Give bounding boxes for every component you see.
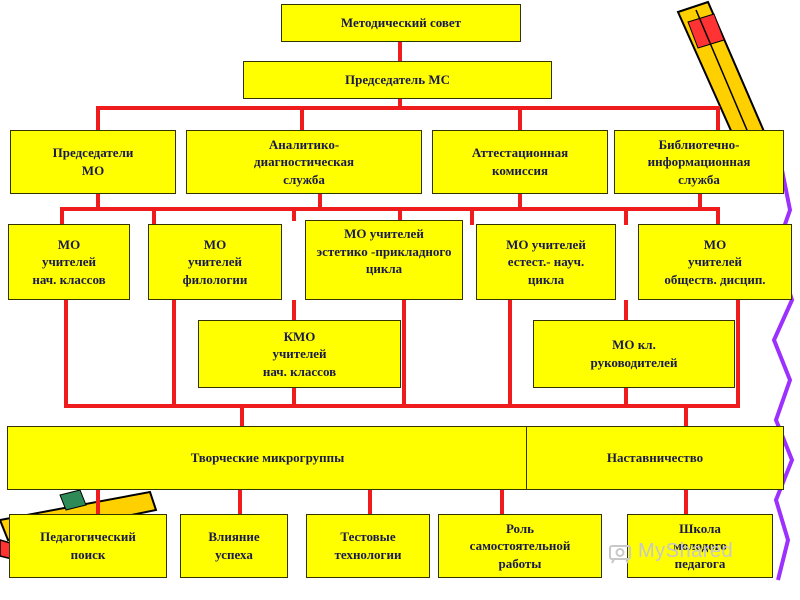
node-label: МО учителей естест.- науч. цикла: [506, 236, 586, 287]
watermark-text: MyShared: [638, 540, 734, 562]
node-label: МО кл. руководителей: [590, 337, 678, 370]
node-label: Педагогический поиск: [40, 529, 136, 562]
node-young-teacher-school: Школа молодого педагога: [627, 514, 773, 578]
node-label: Влияние успеха: [208, 529, 260, 562]
node-pedagogical-search: Педагогический поиск: [9, 514, 167, 578]
node-label: Аналитико- диагностическая служба: [254, 136, 354, 187]
node-mo-social: МО учителей обществ. дисцип.: [638, 224, 792, 300]
node-label: Творческие микрогруппы: [190, 450, 345, 466]
node-council-chair: Председатель МС: [243, 61, 552, 99]
node-library-service: Библиотечно- информационная служба: [614, 130, 784, 194]
node-success-influence: Влияние успеха: [180, 514, 288, 578]
node-label: КМО учителей нач. классов: [262, 328, 337, 379]
node-label: Тестовые технологии: [334, 529, 402, 562]
node-mo-primary: МО учителей нач. классов: [8, 224, 130, 300]
node-mo-chairs: Председатели МО: [10, 130, 176, 194]
node-label: Председатель МС: [344, 72, 450, 88]
node-label: Методический совет: [340, 15, 462, 31]
node-label: МО учителей обществ. дисцип.: [664, 236, 766, 287]
node-label: Председатели МО: [52, 145, 134, 178]
node-label: МО учителей эстетико -прикладного цикла: [316, 226, 452, 277]
node-mo-aesthetic: МО учителей эстетико -прикладного цикла: [305, 220, 463, 300]
node-label: Аттестационная комиссия: [471, 145, 569, 178]
node-attestation-commission: Аттестационная комиссия: [432, 130, 608, 194]
node-test-technologies: Тестовые технологии: [306, 514, 430, 578]
node-mo-philology: МО учителей филологии: [148, 224, 282, 300]
node-methodical-council: Методический совет: [281, 4, 521, 42]
node-label: Школа молодого педагога: [673, 520, 727, 571]
node-creative-groups: Творческие микрогруппы: [7, 426, 528, 490]
projector-icon: [609, 545, 631, 564]
node-mo-science: МО учителей естест.- науч. цикла: [476, 224, 616, 300]
node-label: Роль самостоятельной работы: [469, 520, 571, 571]
node-mentoring: Наставничество: [526, 426, 784, 490]
node-independent-work: Роль самостоятельной работы: [438, 514, 602, 578]
node-label: МО учителей нач. классов: [32, 236, 106, 287]
node-label: Наставничество: [606, 450, 704, 466]
node-kmo-primary: КМО учителей нач. классов: [198, 320, 401, 388]
node-label: МО учителей филологии: [182, 236, 248, 287]
node-mo-class-leaders: МО кл. руководителей: [533, 320, 735, 388]
node-label: Библиотечно- информационная служба: [647, 136, 751, 187]
node-analytic-service: Аналитико- диагностическая служба: [186, 130, 422, 194]
